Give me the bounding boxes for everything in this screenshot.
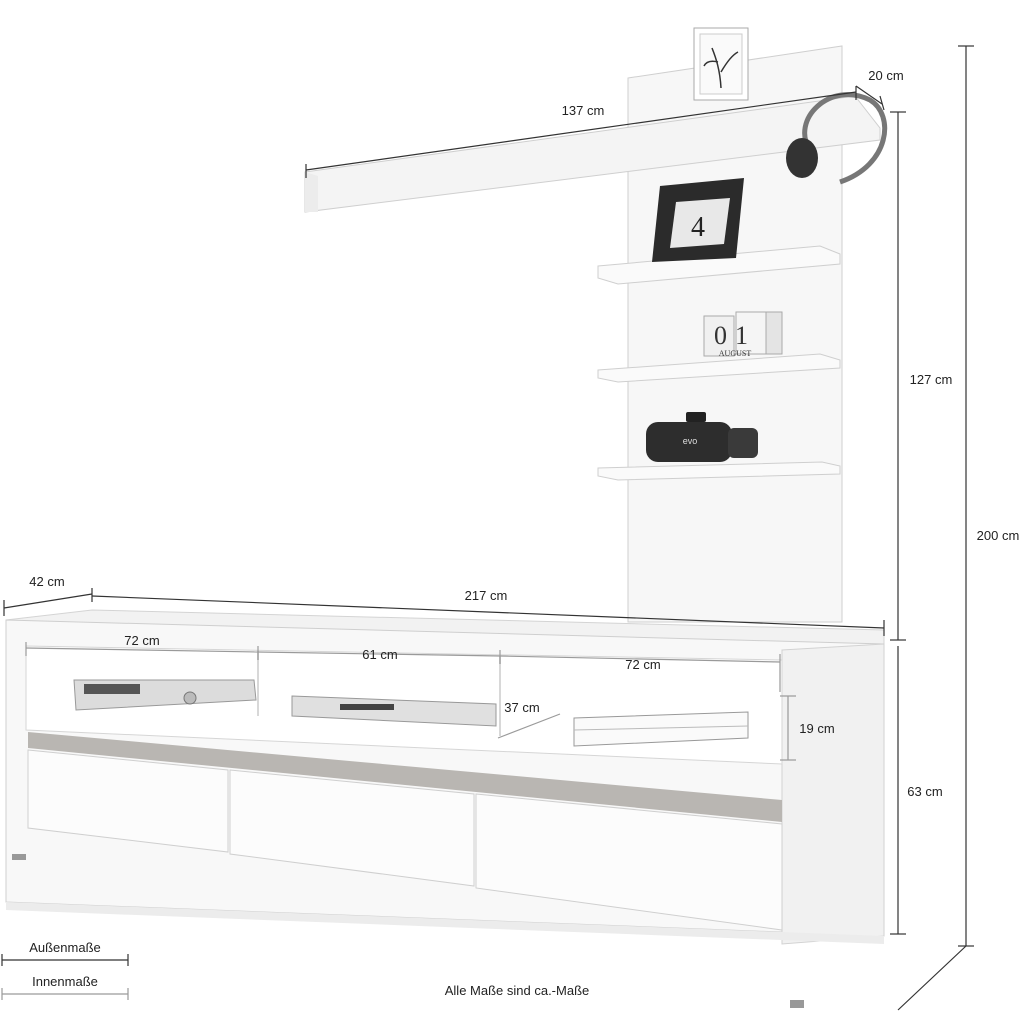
side-shelf-2 <box>597 353 841 383</box>
legend: Außenmaße Innenmaße <box>1 940 129 1000</box>
label-compartment-middle: 61 cm <box>362 647 397 662</box>
top-shelf <box>304 95 881 213</box>
label-compartment-left: 72 cm <box>124 633 159 648</box>
dim-line-width <box>91 595 885 629</box>
dvd-player-decor <box>291 695 497 727</box>
lowboard <box>5 609 885 1008</box>
legend-outer-label: Außenmaße <box>29 940 101 955</box>
dim-line-compartment-right <box>499 655 781 663</box>
vr-headset-decor: evo <box>646 412 758 462</box>
calendar-day-text: 01 <box>714 321 756 350</box>
number-frame-text: 4 <box>691 212 705 243</box>
headphones-decor <box>786 92 888 185</box>
dim-line-compartment-left <box>25 647 259 653</box>
footnote: Alle Maße sind ca.-Maße <box>445 983 590 998</box>
game-console-decor <box>573 711 749 747</box>
picture-frame-decor <box>693 27 749 101</box>
vr-brand-text: evo <box>683 436 698 446</box>
calendar-month-text: AUGUST <box>719 349 752 358</box>
label-lowboard-height: 63 cm <box>907 784 942 799</box>
dim-line-compartment-depth <box>497 713 561 739</box>
label-compartment-depth: 37 cm <box>504 700 539 715</box>
label-depth: 42 cm <box>29 574 64 589</box>
av-receiver-decor <box>73 679 257 711</box>
dim-line-shelf-length <box>305 91 857 171</box>
label-compartment-right: 72 cm <box>625 657 660 672</box>
dim-line-compartment-middle <box>257 651 501 657</box>
label-total-height: 200 cm <box>977 528 1020 543</box>
side-shelf-3 <box>597 461 841 481</box>
label-width: 217 cm <box>465 588 508 603</box>
calendar-decor: 01 AUGUST <box>703 311 783 358</box>
legend-inner-label: Innenmaße <box>32 974 98 989</box>
number-frame-decor: 4 <box>652 178 744 262</box>
label-panel-height: 127 cm <box>910 372 953 387</box>
side-shelf-1 <box>597 245 841 285</box>
label-shelf-depth: 20 cm <box>868 68 903 83</box>
label-shelf-length: 137 cm <box>562 103 605 118</box>
label-compartment-height: 19 cm <box>799 721 834 736</box>
dim-line-shelf-depth <box>855 85 883 105</box>
dim-line-depth <box>3 593 93 609</box>
